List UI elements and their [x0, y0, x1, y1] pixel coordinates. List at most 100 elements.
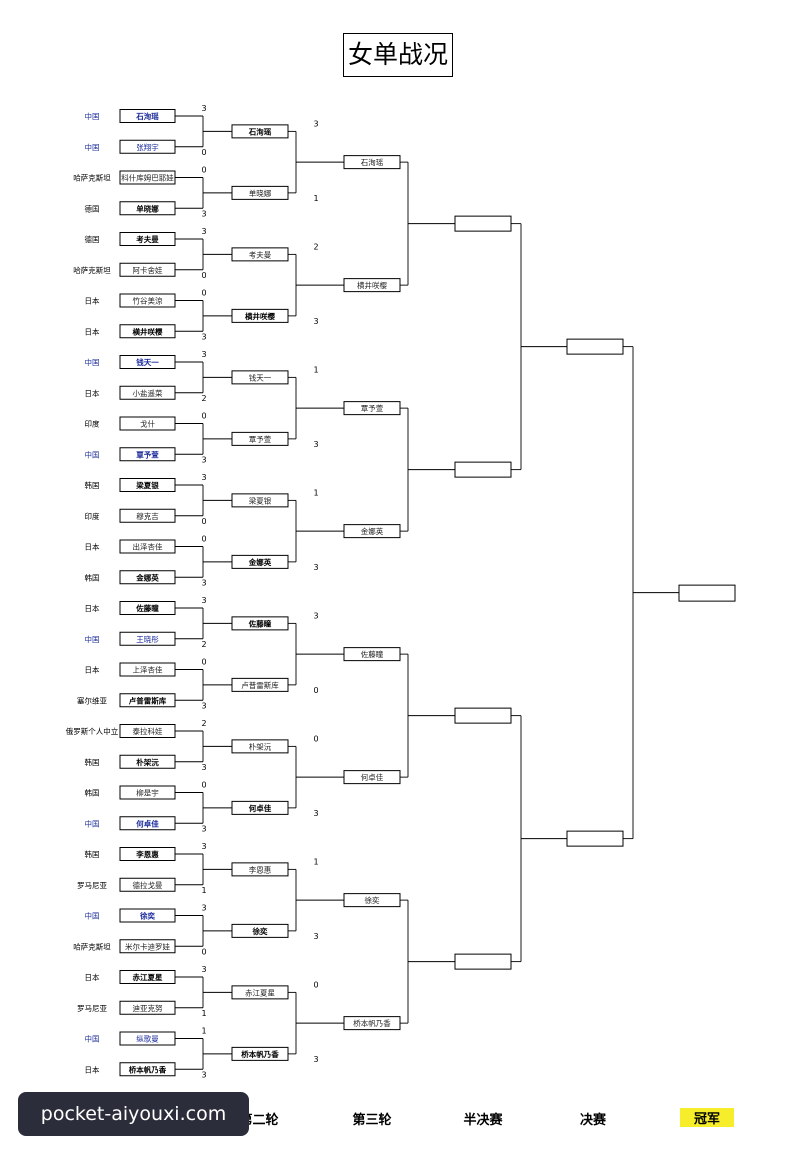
player-name: 小盐遥菜: [133, 388, 163, 398]
player-name: 单晓娜: [249, 188, 272, 198]
round-label-semifinal: 半决赛: [463, 1113, 503, 1128]
player-name: 考夫曼: [136, 234, 159, 244]
player-country: 日本: [85, 603, 100, 613]
page-title: 女单战况: [343, 33, 453, 77]
player-country: 韩国: [85, 788, 100, 798]
match-score: 2: [201, 394, 206, 403]
semifinal-slot: [454, 461, 512, 478]
player-country: 中国: [85, 111, 100, 121]
round-label-champion: 冠军: [680, 1108, 734, 1127]
player-name: 石洵瑶: [248, 126, 272, 136]
match-score: 1: [313, 488, 318, 497]
final-slot: [566, 338, 624, 355]
player-country: 中国: [85, 911, 100, 921]
player-country: 日本: [85, 972, 100, 982]
match-score: 0: [313, 980, 318, 989]
player-name: 王晓彤: [136, 634, 159, 644]
match-score: 3: [201, 578, 206, 587]
player-name: 纵歌曼: [136, 1034, 159, 1044]
player-name: 钱天一: [136, 357, 159, 367]
match-score: 3: [313, 809, 318, 818]
match-score: 1: [313, 365, 318, 374]
player-country: 印度: [85, 419, 100, 429]
match-score: 3: [313, 932, 318, 941]
match-score: 3: [201, 1070, 206, 1079]
match-score: 3: [201, 763, 206, 772]
match-score: 0: [313, 686, 318, 695]
player-name: 横井咲樱: [245, 311, 275, 321]
match-score: 0: [201, 412, 206, 421]
player-name: 上泽杏佳: [133, 665, 163, 675]
match-score: 3: [201, 350, 206, 359]
match-score: 3: [313, 317, 318, 326]
match-score: 0: [201, 781, 206, 790]
player-name: 石洵瑶: [361, 157, 384, 167]
semifinal-slot: [454, 953, 512, 970]
player-country: 韩国: [85, 757, 100, 767]
final-slot: [566, 830, 624, 847]
player-country: 俄罗斯个人中立: [66, 726, 119, 736]
player-country: 韩国: [85, 572, 100, 582]
player-country: 中国: [85, 818, 100, 828]
player-name: 泰拉科娃: [133, 726, 163, 736]
player-name: 何卓佳: [249, 803, 272, 813]
match-score: 3: [201, 473, 206, 482]
player-name: 覃予萱: [249, 434, 272, 444]
player-country: 罗马尼亚: [77, 881, 107, 890]
player-name: 钱天一: [249, 372, 272, 382]
watermark: pocket-aiyouxi.com: [18, 1092, 249, 1136]
round-label-round2: 第二轮: [239, 1113, 279, 1128]
match-score: 2: [313, 242, 318, 251]
player-country: 日本: [85, 665, 100, 675]
player-country: 日本: [85, 542, 100, 552]
player-name: 卢普雷斯库: [129, 695, 167, 705]
player-country: 印度: [85, 511, 100, 521]
player-country: 日本: [85, 296, 100, 306]
round-label-round3: 第三轮: [352, 1113, 392, 1128]
player-name: 柳是宇: [136, 788, 159, 798]
player-name: 覃予萱: [136, 449, 159, 459]
player-name: 考夫曼: [249, 249, 272, 259]
player-name: 横井咲樱: [133, 326, 163, 336]
match-score: 0: [201, 947, 206, 956]
player-name: 梁夏银: [135, 480, 159, 490]
player-country: 哈萨克斯坦: [73, 265, 111, 275]
player-name: 阿卡舍娃: [133, 265, 163, 275]
player-name: 金娜英: [248, 557, 272, 567]
player-name: 石洵瑶: [135, 111, 159, 121]
match-score: 1: [201, 1027, 206, 1036]
round-label-final: 决赛: [579, 1113, 606, 1128]
tournament-bracket: 中国石洵瑶3中国张翔宇0哈萨克斯坦科什库姆巴耶娃0德国单晓娜3德国考夫曼3哈萨克…: [66, 104, 736, 1079]
player-country: 中国: [85, 357, 100, 367]
match-score: 3: [201, 104, 206, 113]
match-score: 3: [201, 332, 206, 341]
player-name: 桥本帆乃香: [129, 1064, 167, 1074]
match-score: 0: [201, 658, 206, 667]
player-name: 德拉戈曼: [133, 880, 163, 890]
player-name: 单晓娜: [136, 203, 159, 213]
player-country: 德国: [85, 234, 100, 244]
player-name: 李恩惠: [135, 849, 159, 859]
match-score: 3: [201, 596, 206, 605]
match-score: 0: [201, 517, 206, 526]
match-score: 1: [313, 194, 318, 203]
player-name: 戈什: [140, 419, 155, 429]
player-name: 佐藤瞳: [248, 618, 272, 628]
match-score: 1: [201, 1009, 206, 1018]
player-country: 罗马尼亚: [77, 1004, 107, 1013]
match-score: 3: [201, 904, 206, 913]
match-score: 0: [201, 289, 206, 298]
player-name: 李恩惠: [249, 864, 272, 874]
player-country: 塞尔维亚: [77, 695, 107, 705]
match-score: 2: [201, 719, 206, 728]
player-name: 佐藤瞳: [135, 603, 159, 613]
player-country: 日本: [85, 1064, 100, 1074]
player-name: 米尔卡迪罗娃: [125, 941, 170, 951]
player-name: 何卓佳: [136, 818, 159, 828]
player-name: 赤江夏星: [133, 972, 163, 982]
player-name: 佐藤瞳: [361, 649, 384, 659]
player-name: 金娜英: [361, 526, 384, 536]
player-name: 何卓佳: [361, 772, 384, 782]
player-name: 朴架沅: [249, 741, 272, 751]
player-country: 德国: [85, 203, 100, 213]
